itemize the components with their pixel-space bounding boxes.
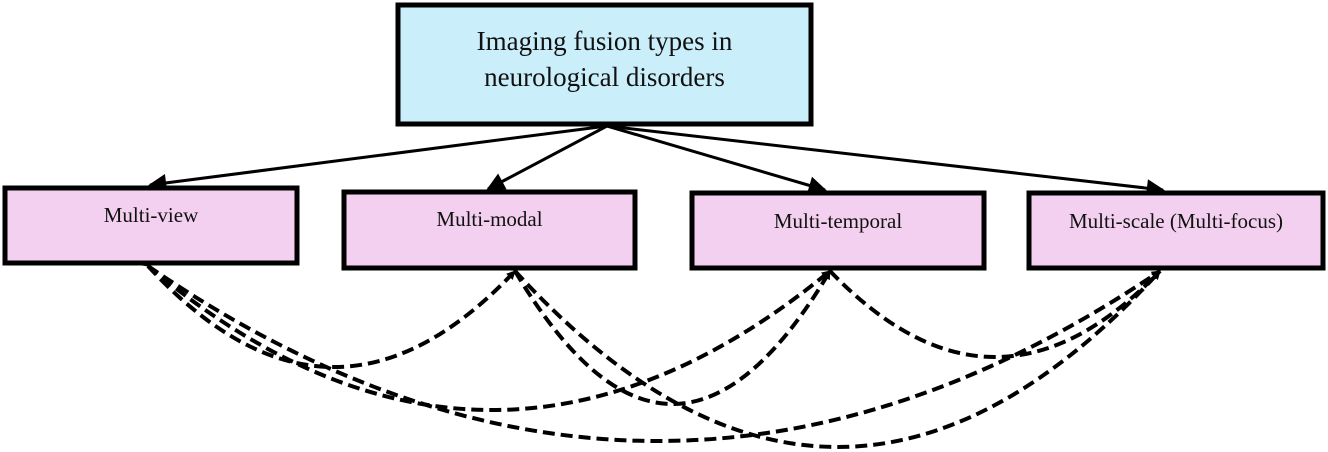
child-node-multi-temporal[interactable]: Multi-temporal — [689, 190, 987, 271]
child-node-multi-modal[interactable]: Multi-modal — [341, 189, 638, 271]
multi-view-label: Multi-view — [104, 203, 199, 227]
multi-scale-box[interactable] — [1026, 190, 1326, 271]
dashed-links — [138, 256, 1162, 449]
multi-temporal-label: Multi-temporal — [774, 209, 902, 233]
root-box[interactable] — [395, 2, 814, 127]
arrow-root-to-multi-scale — [606, 124, 1165, 198]
dashed-link-multi-modal-multi-scale — [506, 261, 1162, 449]
arrow-root-to-multi-temporal — [606, 124, 827, 195]
child-node-multi-scale[interactable]: Multi-scale (Multi-focus) — [1026, 190, 1326, 271]
multi-modal-box[interactable] — [341, 189, 638, 271]
root-label-line-1: Imaging fusion types in — [477, 26, 733, 56]
dashed-link-multi-temporal-multi-scale — [821, 262, 1162, 359]
arrow-root-to-multi-view — [148, 124, 608, 192]
multi-temporal-box[interactable] — [689, 190, 987, 271]
dashed-link-multi-modal-multi-temporal — [506, 261, 832, 406]
dashed-link-multi-view-multi-modal — [139, 256, 517, 369]
child-node-multi-view[interactable]: Multi-view — [2, 185, 300, 266]
dashed-link-multi-view-multi-temporal — [138, 257, 832, 412]
dashed-link-multi-view-multi-scale — [138, 257, 1162, 443]
multi-view-box[interactable] — [2, 185, 300, 266]
multi-scale-label: Multi-scale (Multi-focus) — [1069, 209, 1283, 233]
root-label-line-2: neurological disorders — [484, 62, 725, 92]
arrow-root-to-multi-modal — [486, 124, 608, 191]
hierarchy-arrows — [148, 124, 1165, 198]
multi-modal-label: Multi-modal — [436, 207, 542, 231]
root-node[interactable]: Imaging fusion types in neurological dis… — [395, 2, 814, 127]
